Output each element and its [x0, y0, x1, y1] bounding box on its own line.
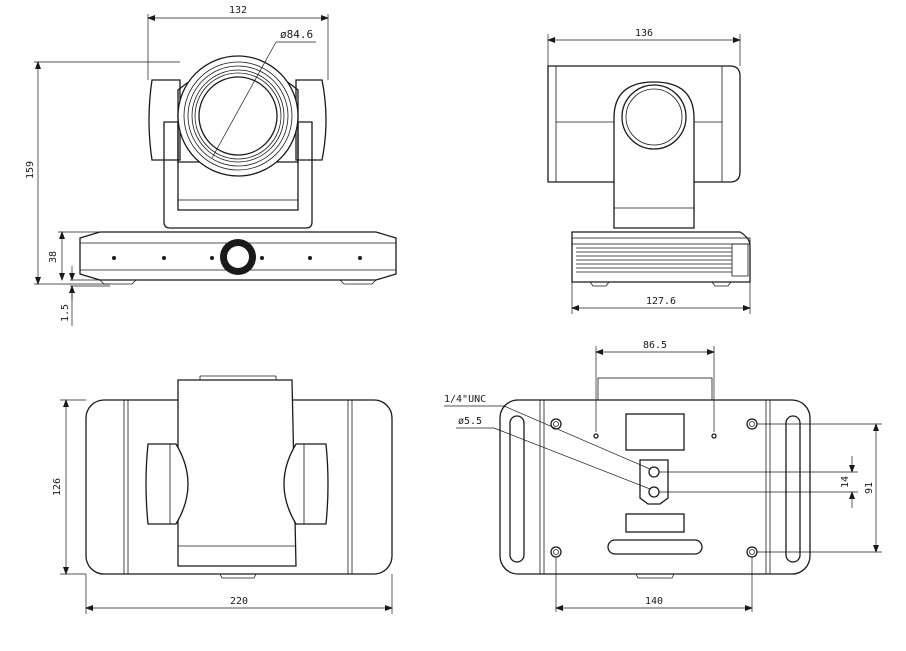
thread-callout: 1/4"UNC	[444, 394, 486, 405]
top-head	[177, 379, 297, 567]
dim-side-width: 136	[635, 28, 653, 39]
bottom-slot	[607, 539, 703, 555]
side-tilt-hub	[621, 84, 687, 150]
front-base	[79, 231, 397, 281]
dim-top-depth: 126	[52, 478, 63, 496]
front-lens	[177, 55, 299, 177]
label-plate-small	[625, 513, 685, 533]
dim-top-hole-spacing: 86.5	[643, 340, 667, 351]
front-left-pod	[148, 79, 181, 161]
side-base-vents	[576, 247, 732, 273]
right-slot	[785, 415, 801, 563]
bottom-view: 86.5 1/4"UNC ø5.5 14 91 140	[444, 340, 882, 612]
label-plate	[625, 413, 685, 451]
side-head	[547, 65, 741, 183]
side-view: 136 127.6	[547, 28, 751, 314]
dim-mount-pitch-horizontal: 140	[645, 596, 663, 607]
dim-base-height: 38	[48, 251, 59, 263]
dim-front-height: 159	[25, 161, 36, 179]
tripod-thread-hole	[648, 466, 660, 478]
top-right-pod	[283, 443, 329, 525]
top-view: 126 220	[52, 375, 393, 614]
left-slot	[509, 415, 525, 563]
dim-hole-pitch: 14	[840, 476, 851, 488]
dim-foot-height: 1.5	[60, 304, 71, 322]
bottom-base-plate	[499, 399, 811, 575]
hole-diameter-callout: ø5.5	[458, 416, 482, 427]
dim-front-width: 132	[229, 5, 247, 16]
dim-mount-pitch-vertical: 91	[864, 482, 875, 494]
dim-lens-diameter: ø84.6	[280, 28, 313, 41]
front-yoke	[163, 121, 313, 229]
dim-side-base-width: 127.6	[646, 296, 676, 307]
locating-pin-hole	[648, 486, 660, 498]
tripod-mount	[639, 459, 669, 505]
side-base	[571, 231, 751, 283]
top-left-pod	[145, 443, 189, 525]
front-right-pod	[295, 79, 327, 161]
dim-top-width: 220	[230, 596, 248, 607]
front-view: 132 ø84.6 159 38 1.5	[25, 5, 397, 326]
